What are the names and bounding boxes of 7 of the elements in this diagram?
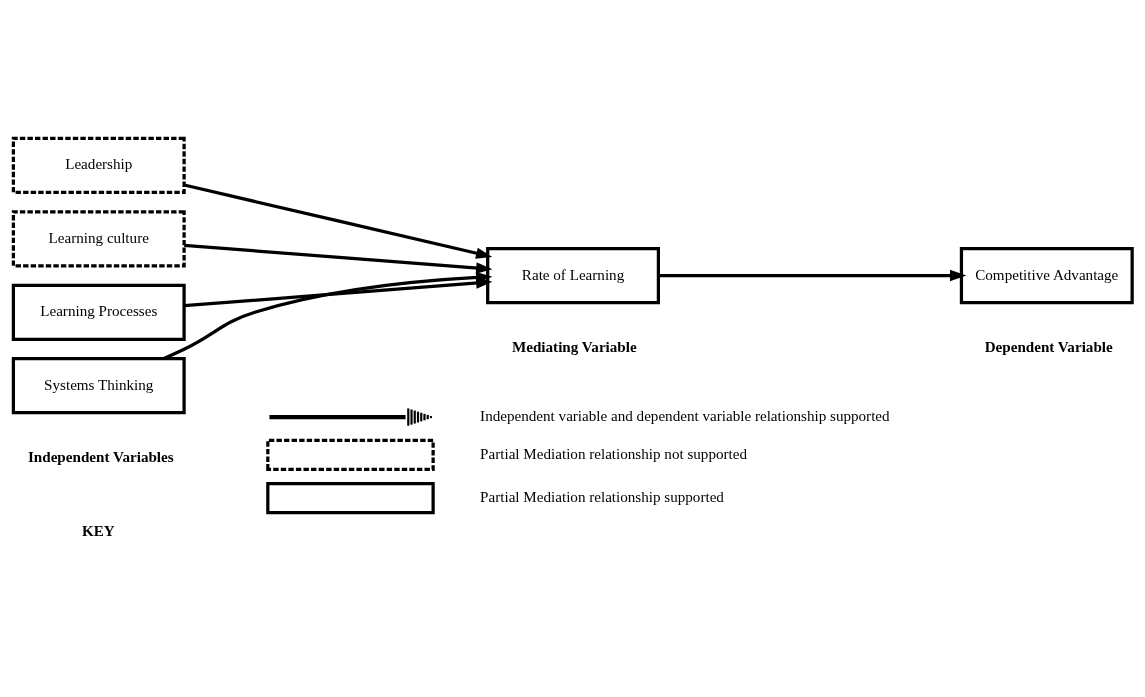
legend-label: Partial Mediation relationship not supported	[480, 445, 748, 462]
legend-label: Independent variable and dependent variable relationship supported	[480, 407, 890, 424]
label: Independent Variables	[27, 448, 174, 465]
legend-label: Partial Mediation relationship supported	[480, 488, 724, 505]
label: KEY	[82, 522, 115, 539]
label: Mediating Variable	[512, 338, 637, 355]
label: Dependent Variable	[984, 338, 1113, 355]
